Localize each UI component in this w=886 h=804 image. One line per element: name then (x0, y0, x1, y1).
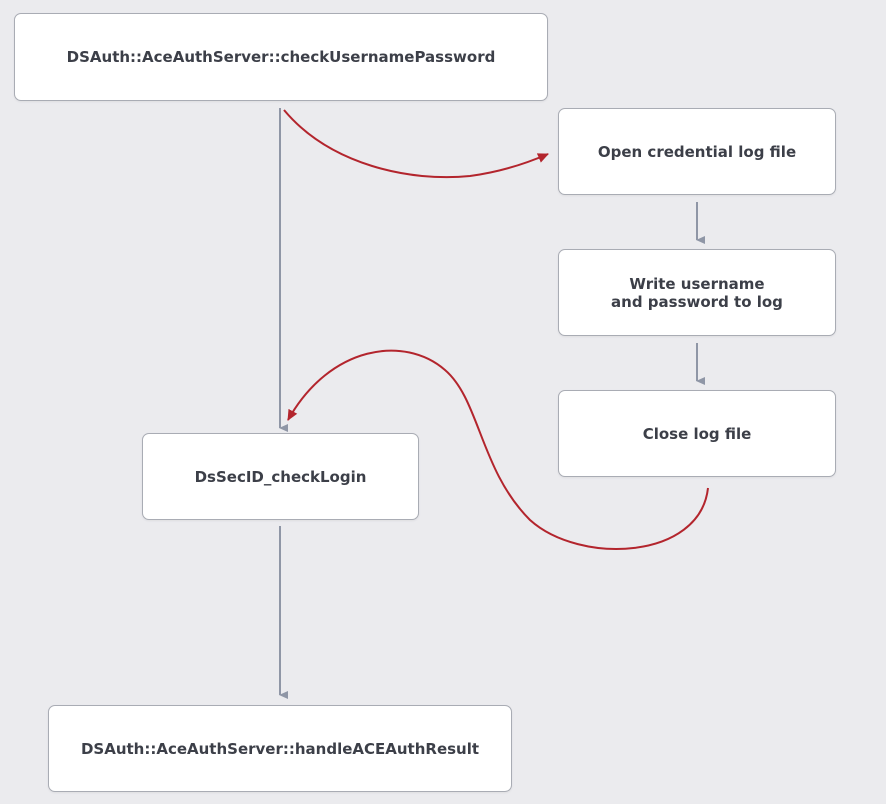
open-log-label: Open credential log file (597, 142, 797, 161)
open-log-node: Open credential log file (558, 108, 836, 195)
check-username-password-node: DSAuth::AceAuthServer::checkUsernamePass… (14, 13, 548, 101)
handle-result-node: DSAuth::AceAuthServer::handleACEAuthResu… (48, 705, 512, 792)
write-log-node: Write username and password to log (558, 249, 836, 336)
hook-arrow-to-log (283, 109, 549, 179)
hook-arrow-return (287, 349, 709, 550)
handle-result-label: DSAuth::AceAuthServer::handleACEAuthResu… (80, 739, 480, 758)
check-login-label: DsSecID_checkLogin (194, 467, 367, 486)
close-log-label: Close log file (642, 424, 752, 443)
write-log-label: Write username and password to log (611, 274, 783, 311)
check-username-password-label: DSAuth::AceAuthServer::checkUsernamePass… (66, 48, 496, 66)
check-login-node: DsSecID_checkLogin (142, 433, 419, 520)
close-log-node: Close log file (558, 390, 836, 477)
